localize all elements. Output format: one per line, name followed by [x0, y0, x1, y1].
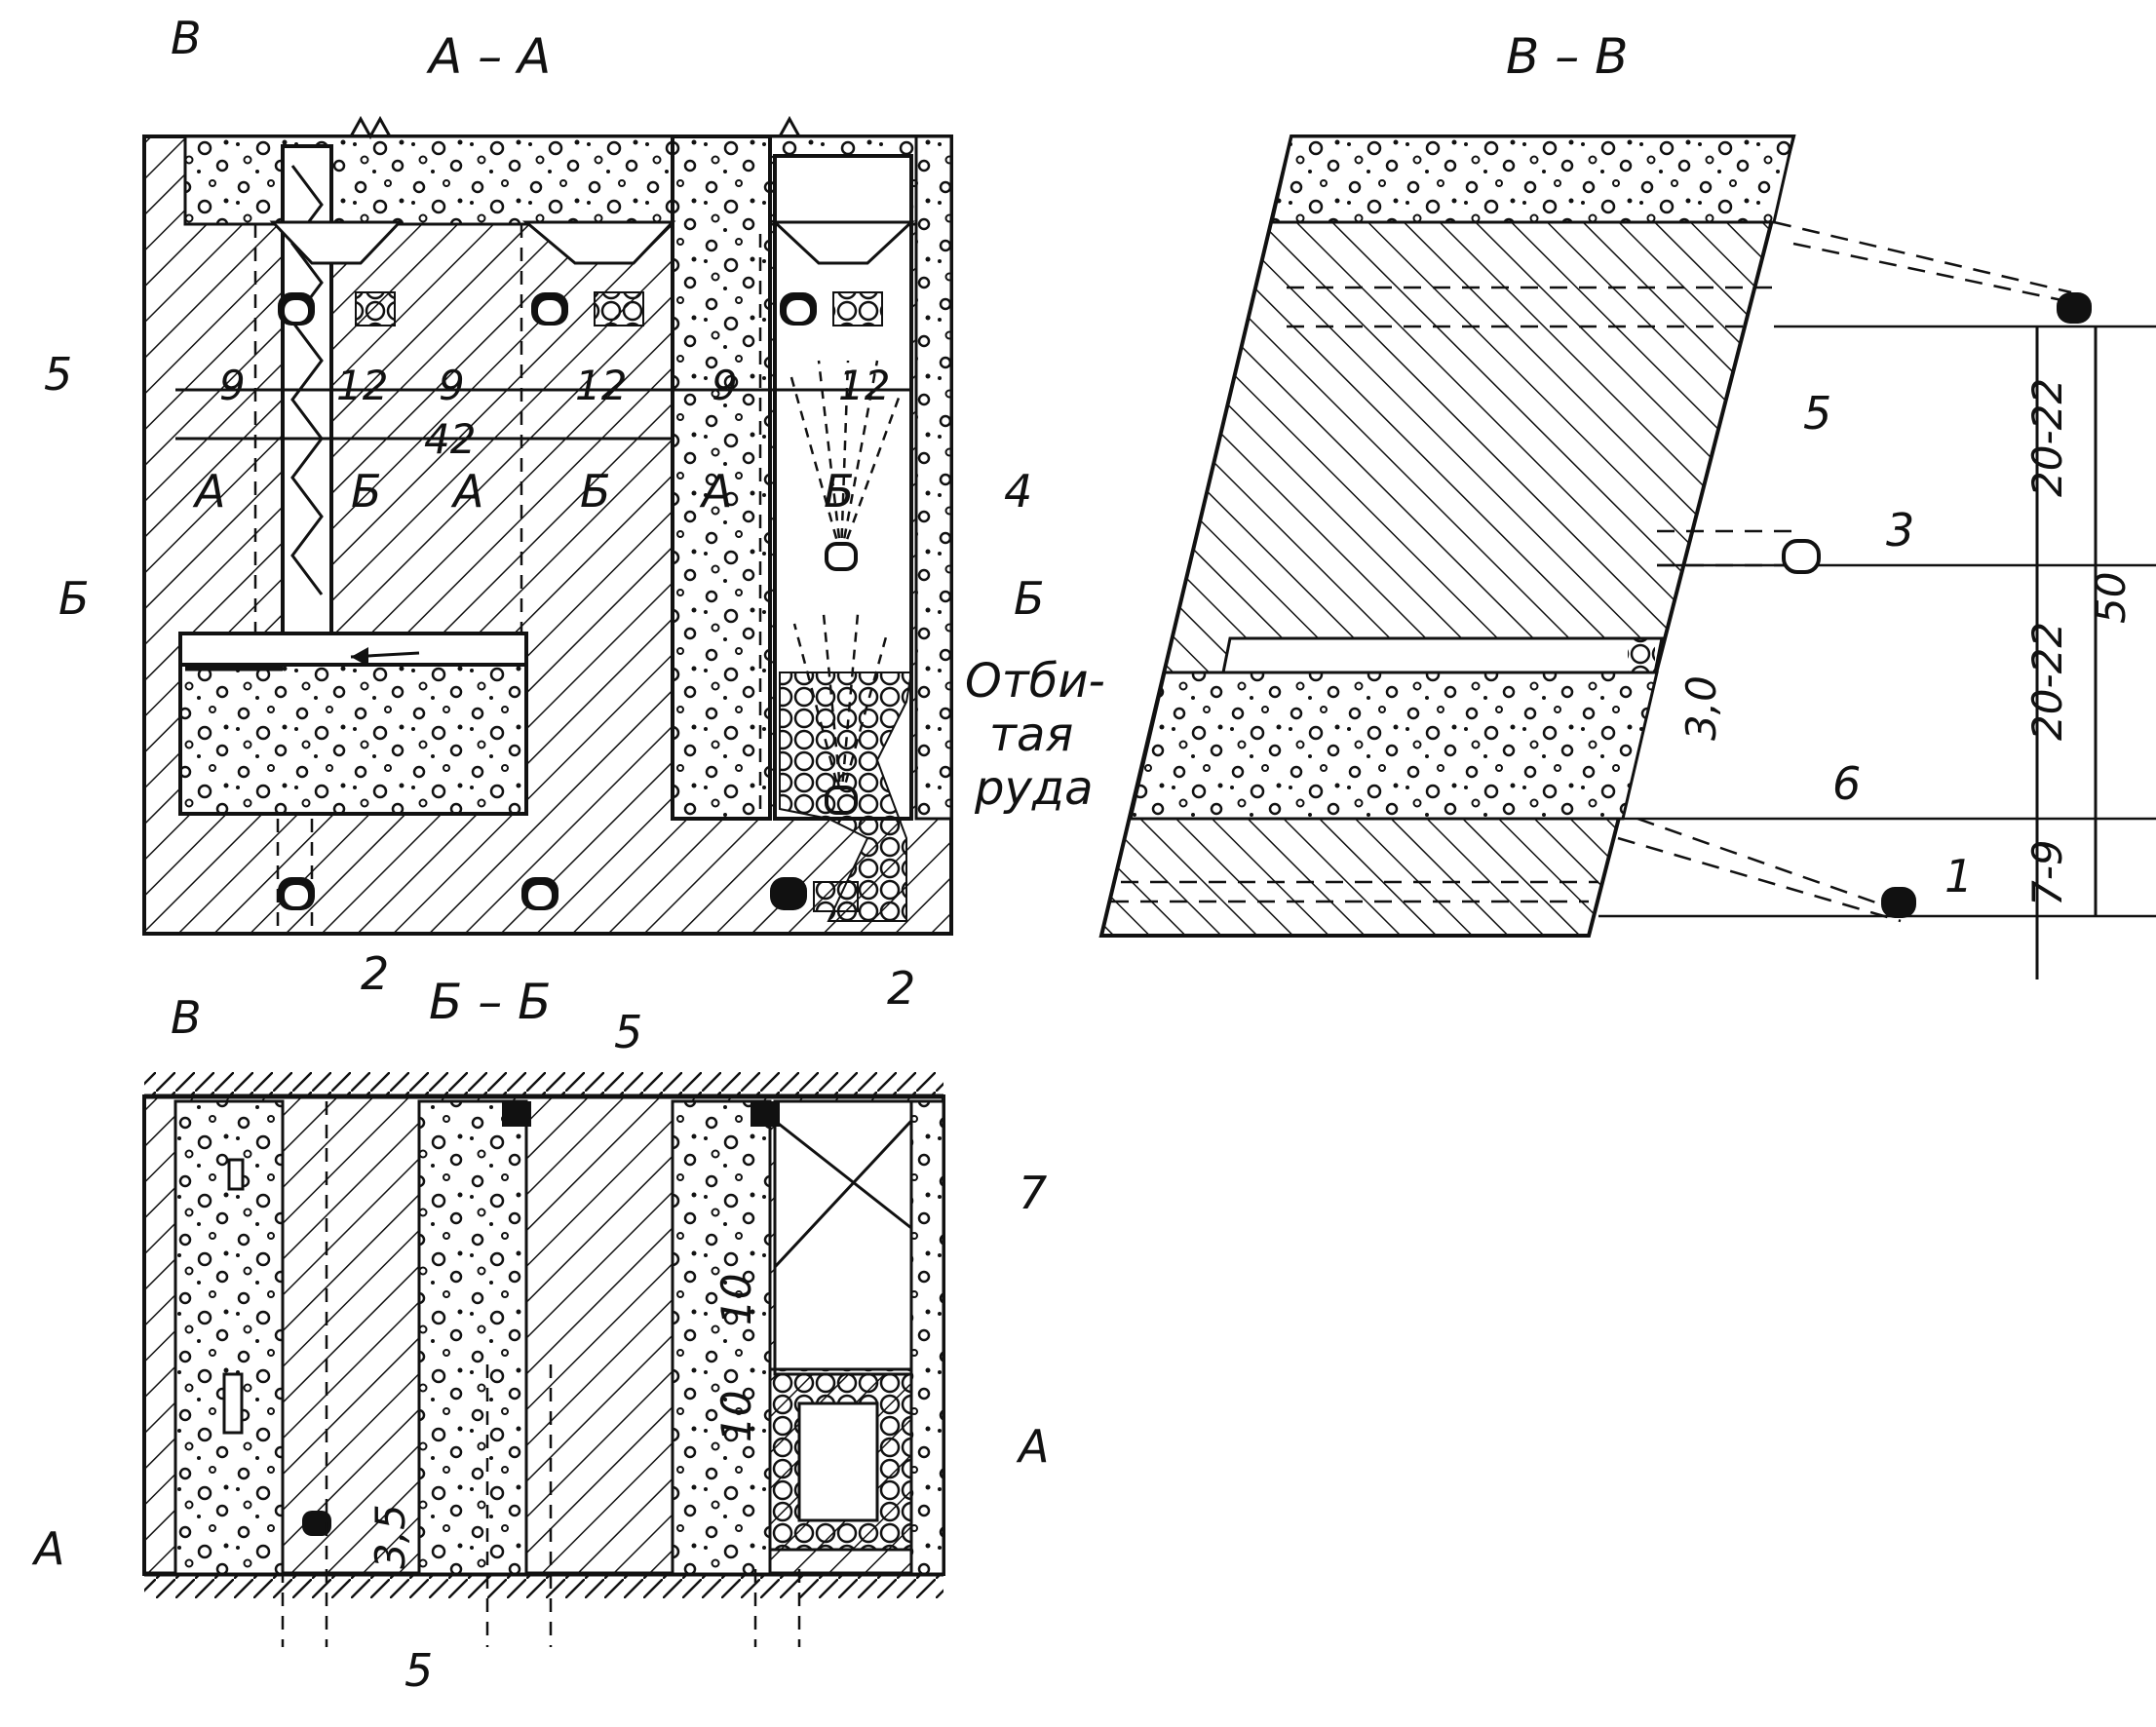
cut-b-right: Б [1014, 572, 1045, 625]
callout-4: 4 [1004, 465, 1032, 518]
width-secondary-2: 12 [575, 362, 627, 409]
broken-ore-line-2: тая [989, 708, 1073, 762]
vv-drift-3 [1782, 539, 1821, 574]
width-primary-3: 9 [712, 362, 738, 409]
cut-b-left: Б [58, 572, 90, 625]
width-secondary-3: 12 [838, 362, 890, 409]
chamber-a-2: А [450, 465, 483, 518]
title-vv: В – В [1506, 28, 1628, 85]
width-secondary-1: 12 [336, 362, 388, 409]
dim-20-22-bottom: 20-22 [2023, 622, 2071, 741]
chamber-a-1: А [192, 465, 225, 518]
callout-1: 1 [1944, 850, 1973, 902]
chamber-a-3: А [699, 465, 732, 518]
callout-7: 7 [1019, 1167, 1047, 1219]
section-aa [142, 115, 953, 936]
title-aa: А – А [426, 28, 551, 85]
callout-2-right: 2 [887, 962, 915, 1015]
section-vv [1098, 134, 2156, 979]
cut-a-left: А [31, 1522, 64, 1575]
aa-undercut-drift [178, 632, 528, 667]
chamber-b-3: Б [824, 465, 855, 518]
dim-10-a: 10 [712, 1274, 760, 1325]
callout-5-bb-top: 5 [614, 1006, 642, 1058]
dim-20-22-top: 20-22 [2023, 378, 2071, 497]
callout-5-aa: 5 [44, 348, 72, 401]
chamber-b-1: Б [351, 465, 382, 518]
width-primary-1: 9 [219, 362, 246, 409]
labels: А – А В – В Б – Б В В Б Б А А А Б А Б А … [31, 12, 2135, 1697]
aa-bottom-drifts [278, 877, 859, 912]
broken-ore-line-1: Отби- [965, 654, 1105, 709]
chamber-b-2: Б [580, 465, 611, 518]
vv-drift-1 [1881, 887, 1916, 918]
cut-v-top: В [171, 12, 202, 64]
aa-drill-drift-4 [825, 542, 858, 571]
width-total: 42 [424, 415, 476, 463]
aa-broken-ore [779, 672, 913, 922]
dim-50: 50 [2087, 572, 2135, 624]
aa-width-dims [175, 388, 911, 441]
callout-3: 3 [1886, 504, 1914, 556]
callout-6: 6 [1832, 757, 1861, 810]
dim-7-9: 7-9 [2023, 839, 2071, 906]
section-bb [142, 1072, 945, 1647]
cut-a-right: А [1016, 1420, 1049, 1473]
width-primary-2: 9 [439, 362, 465, 409]
aa-top-drifts [278, 291, 883, 326]
broken-ore-line-3: руда [974, 761, 1093, 816]
callout-5-vv: 5 [1803, 387, 1831, 440]
vv-undercut [1221, 636, 1664, 674]
dim-3-0: 3,0 [1677, 675, 1725, 741]
cut-v-bottom: В [171, 991, 202, 1044]
dim-3-5: 3,5 [366, 1504, 414, 1569]
callout-2-left: 2 [361, 947, 389, 1000]
dim-10-b: 10 [712, 1391, 760, 1442]
callout-5-bb-bottom: 5 [404, 1644, 433, 1697]
title-bb: Б – Б [429, 974, 551, 1030]
vv-drift-top [2057, 292, 2092, 324]
